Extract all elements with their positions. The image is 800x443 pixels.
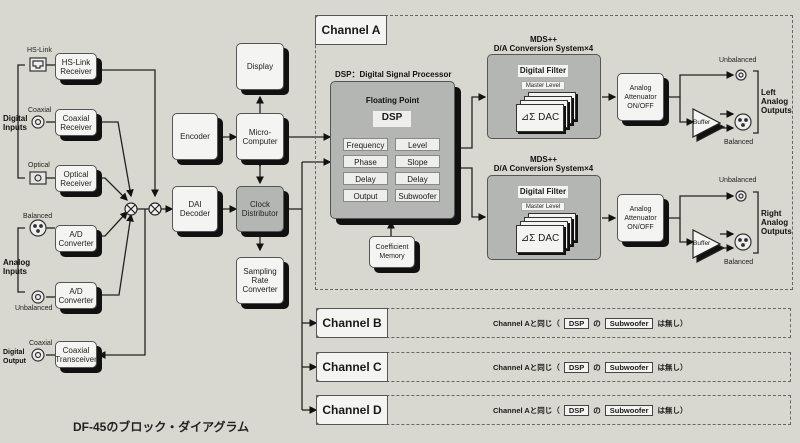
note-subwoofer-box: Subwoofer xyxy=(604,405,654,416)
channel-b-tag: Channel B xyxy=(316,308,388,338)
digital-inputs-label: Digital Inputs xyxy=(3,114,28,132)
channel-a-region xyxy=(315,15,793,290)
optical-connector-icon xyxy=(29,171,47,185)
xlr-connector-icon xyxy=(29,219,47,237)
mds-2-title: MDS++ xyxy=(529,155,558,164)
diagram-title: DF-45のブロック・ダイアグラム xyxy=(73,420,250,434)
func-subwoofer: Subwoofer xyxy=(395,189,440,202)
note-prefix: Channel Aと同じ（ xyxy=(493,363,560,372)
microcomputer-block: Micro-Computer xyxy=(236,113,284,160)
coaxial-receiver-block: Coaxial Receiver xyxy=(55,109,97,136)
buffer-triangle-right xyxy=(692,229,722,259)
coefficient-memory-block: Coefficient Memory xyxy=(369,236,415,268)
digital-filter-1: Digital Filter xyxy=(518,65,568,77)
optical-label: Optical xyxy=(28,162,50,169)
buffer-left-label: Buffer xyxy=(693,119,711,126)
note-subwoofer-box: Subwoofer xyxy=(604,318,654,329)
note-suffix: は無し） xyxy=(657,319,688,328)
dai-decoder-block: DAI Decoder xyxy=(172,186,218,232)
analog-inputs-label: Analog Inputs xyxy=(3,258,31,276)
dsp-title: DSP：Digital Signal Processor xyxy=(335,70,452,79)
channel-d-tag: Channel D xyxy=(316,395,388,425)
func-frequency: Frequency xyxy=(343,138,388,151)
right-balanced-label: Balanced xyxy=(724,259,754,266)
digital-filter-2: Digital Filter xyxy=(518,186,568,198)
clock-distributor-block: Clock Distributor xyxy=(236,186,284,232)
note-dsp-box: DSP xyxy=(563,362,590,373)
dsp-core-label: DSP xyxy=(373,111,411,127)
mds-2-subtitle: D/A Conversion System×4 xyxy=(493,164,594,173)
left-balanced-label: Balanced xyxy=(724,139,754,146)
note-no: の xyxy=(593,319,601,328)
left-analog-outputs-label: Left Analog Outputs xyxy=(761,88,792,115)
hslink-label: HS-Link xyxy=(27,47,52,54)
func-slope: Slope xyxy=(395,155,440,168)
mds-1-title: MDS++ xyxy=(529,35,558,44)
digital-output-label: Digital Output xyxy=(3,349,26,365)
coaxial-in-label: Coaxial xyxy=(28,107,52,114)
right-unbalanced-label: Unbalanced xyxy=(719,177,757,184)
note-suffix: は無し） xyxy=(657,406,688,415)
analog-attenuator-left: Analog Attenuator ON/OFF xyxy=(617,73,664,121)
right-xlr-icon xyxy=(734,233,752,251)
hslink-receiver-block: HS-Link Receiver xyxy=(55,53,97,80)
left-unbalanced-label: Unbalanced xyxy=(719,57,757,64)
mds-1-subtitle: D/A Conversion System×4 xyxy=(493,44,594,53)
note-dsp-box: DSP xyxy=(563,318,590,329)
ad-converter-2-block: A/D Converter xyxy=(55,282,97,309)
analog-inputs-bracket xyxy=(17,227,25,293)
unbalanced-in-label: Unbalanced xyxy=(15,305,53,312)
coaxial-transceiver-block: Coaxial Transceiver xyxy=(55,341,97,368)
digital-inputs-bracket xyxy=(17,64,25,179)
note-no: の xyxy=(593,363,601,372)
buffer-right-label: Buffer xyxy=(693,240,711,247)
delta-sigma-dac-2: ⊿Σ DAC xyxy=(516,225,564,253)
func-output: Output xyxy=(343,189,388,202)
master-level-2: Master Level xyxy=(521,202,565,211)
coaxial-out-label: Coaxial xyxy=(29,340,53,347)
sampling-rate-converter-block: Sampling Rate Converter xyxy=(236,257,284,304)
right-outputs-bracket xyxy=(753,191,759,254)
note-subwoofer-box: Subwoofer xyxy=(604,362,654,373)
delta-sigma-dac-1: ⊿Σ DAC xyxy=(516,104,564,132)
channel-a-tag: Channel A xyxy=(315,15,387,45)
left-xlr-icon xyxy=(734,113,752,131)
note-prefix: Channel Aと同じ（ xyxy=(493,319,560,328)
ad-converter-1-block: A/D Converter xyxy=(55,225,97,252)
encoder-block: Encoder xyxy=(172,113,218,160)
note-dsp-box: DSP xyxy=(563,405,590,416)
master-level-1: Master Level xyxy=(521,81,565,90)
analog-attenuator-right: Analog Attenuator ON/OFF xyxy=(617,194,664,242)
note-suffix: は無し） xyxy=(657,363,688,372)
buffer-triangle-left xyxy=(692,108,722,138)
display-block: Display xyxy=(236,43,284,90)
channel-c-tag: Channel C xyxy=(316,352,388,382)
func-delay: Delay xyxy=(343,172,388,185)
left-outputs-bracket xyxy=(753,70,759,134)
func-delay-comp: Delay Comp xyxy=(395,172,440,197)
floating-point-label: Floating Point xyxy=(365,96,420,105)
right-analog-outputs-label: Right Analog Outputs xyxy=(761,209,792,236)
note-prefix: Channel Aと同じ（ xyxy=(493,406,560,415)
optical-receiver-block: Optical Receiver xyxy=(55,165,97,192)
func-phase: Phase xyxy=(343,155,388,168)
note-no: の xyxy=(593,406,601,415)
balanced-in-label: Balanced xyxy=(23,213,53,220)
func-level: Level xyxy=(395,138,440,151)
